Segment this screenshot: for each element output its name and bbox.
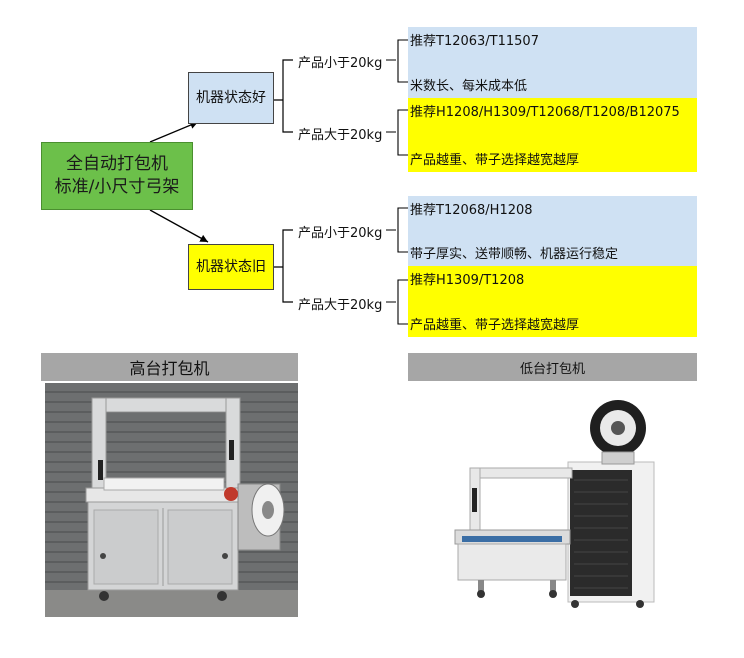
recommend-text: 推荐H1309/T1208	[410, 273, 525, 288]
high-machine-title: 高台打包机	[41, 353, 298, 381]
arrow-to-old	[149, 209, 209, 243]
note-text: 产品越重、带子选择越宽越厚	[410, 318, 580, 333]
bracket-cond-4	[386, 279, 408, 325]
bracket-old	[274, 229, 293, 303]
root-line1: 全自动打包机	[65, 154, 168, 175]
recommend-text: 推荐T12068/H1208	[410, 203, 533, 218]
arrow-to-good	[149, 121, 199, 143]
root-node: 全自动打包机 标准/小尺寸弓架	[41, 142, 193, 210]
note-text: 带子厚实、送带顺畅、机器运行稳定	[410, 247, 619, 262]
recommend-text: 推荐T12063/T11507	[410, 34, 539, 49]
condition-old-light: 产品小于20kg	[298, 226, 383, 241]
bracket-cond-2	[386, 109, 408, 156]
recommendation-good-light: 推荐T12063/T11507 米数长、每米成本低	[408, 27, 697, 98]
condition-old-heavy: 产品大于20kg	[298, 298, 383, 313]
recommendation-good-heavy: 推荐H1208/H1309/T12068/T1208/B12075 产品越重、带…	[408, 98, 697, 172]
note-text: 米数长、每米成本低	[410, 79, 528, 94]
recommend-text: 推荐H1208/H1309/T12068/T1208/B12075	[410, 105, 680, 120]
recommendation-old-light: 推荐T12068/H1208 带子厚实、送带顺畅、机器运行稳定	[408, 196, 697, 266]
condition-good-heavy: 产品大于20kg	[298, 128, 383, 143]
bracket-cond-3	[386, 207, 408, 253]
condition-good-light: 产品小于20kg	[298, 56, 383, 71]
note-text: 产品越重、带子选择越宽越厚	[410, 153, 580, 168]
recommendation-old-heavy: 推荐H1309/T1208 产品越重、带子选择越宽越厚	[408, 266, 697, 337]
branch-good: 机器状态好	[188, 72, 274, 124]
branch-old: 机器状态旧	[188, 244, 274, 290]
bracket-cond-1	[386, 39, 408, 83]
low-machine-title: 低台打包机	[408, 353, 697, 381]
bracket-good	[274, 59, 293, 133]
root-line2: 标准/小尺寸弓架	[54, 177, 180, 197]
